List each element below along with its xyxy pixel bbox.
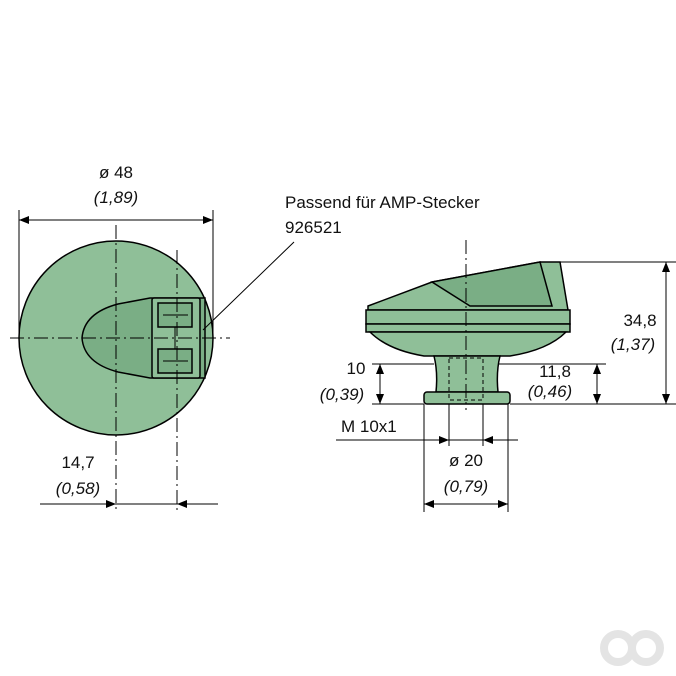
- base-height-label: 10: [347, 359, 366, 378]
- cap-lower-body: [368, 331, 568, 357]
- neck-arrow-top: [593, 364, 601, 374]
- offset-arrow-right: [177, 500, 187, 508]
- dia-arrow-left: [19, 216, 29, 224]
- cap-flange-lower: [365, 323, 571, 333]
- neck-height-label: 11,8: [539, 362, 571, 381]
- dia-arrow-right: [203, 216, 213, 224]
- thread-arrow-left: [439, 436, 449, 444]
- ao-logo: [600, 630, 664, 666]
- offset-label: 14,7: [61, 453, 94, 472]
- basedia-arrow-left: [424, 500, 434, 508]
- note-leader: [202, 241, 295, 331]
- cap-base: [423, 391, 511, 405]
- base-dia-label: ø 20: [449, 451, 483, 470]
- height-arrow-top: [662, 262, 670, 272]
- offset-arrow-left: [106, 500, 116, 508]
- offset-inch-label: (0,58): [56, 479, 100, 498]
- base-dia-inch-label: (0,79): [444, 477, 488, 496]
- note-line-2: 926521: [285, 218, 342, 237]
- thread-arrow-right: [483, 436, 493, 444]
- cap-flange-upper: [365, 309, 571, 325]
- thread-hidden: [448, 357, 484, 401]
- top-dia-label: ø 48: [99, 163, 133, 182]
- top-view: ø 48 (1,89) 14,7 (0,58): [10, 163, 295, 510]
- cap-top-ridge: [429, 261, 553, 307]
- neck-arrow-bottom: [593, 394, 601, 404]
- top-dia-inch-label: (1,89): [94, 188, 138, 207]
- height-total-label: 34,8: [623, 311, 656, 330]
- basedia-arrow-right: [498, 500, 508, 508]
- side-view: 34,8 (1,37) 11,8 (0,46) 10 (0,39) M 10x1…: [320, 240, 676, 512]
- thread-label: M 10x1: [341, 417, 397, 436]
- base-arrow-top: [376, 364, 384, 374]
- note-line-1: Passend für AMP-Stecker: [285, 193, 480, 212]
- base-arrow-bottom: [376, 394, 384, 404]
- neck-height-inch-label: (0,46): [528, 382, 572, 401]
- base-height-inch-label: (0,39): [320, 385, 364, 404]
- height-total-inch-label: (1,37): [611, 335, 655, 354]
- cap-neck: [433, 355, 501, 393]
- height-arrow-bottom: [662, 394, 670, 404]
